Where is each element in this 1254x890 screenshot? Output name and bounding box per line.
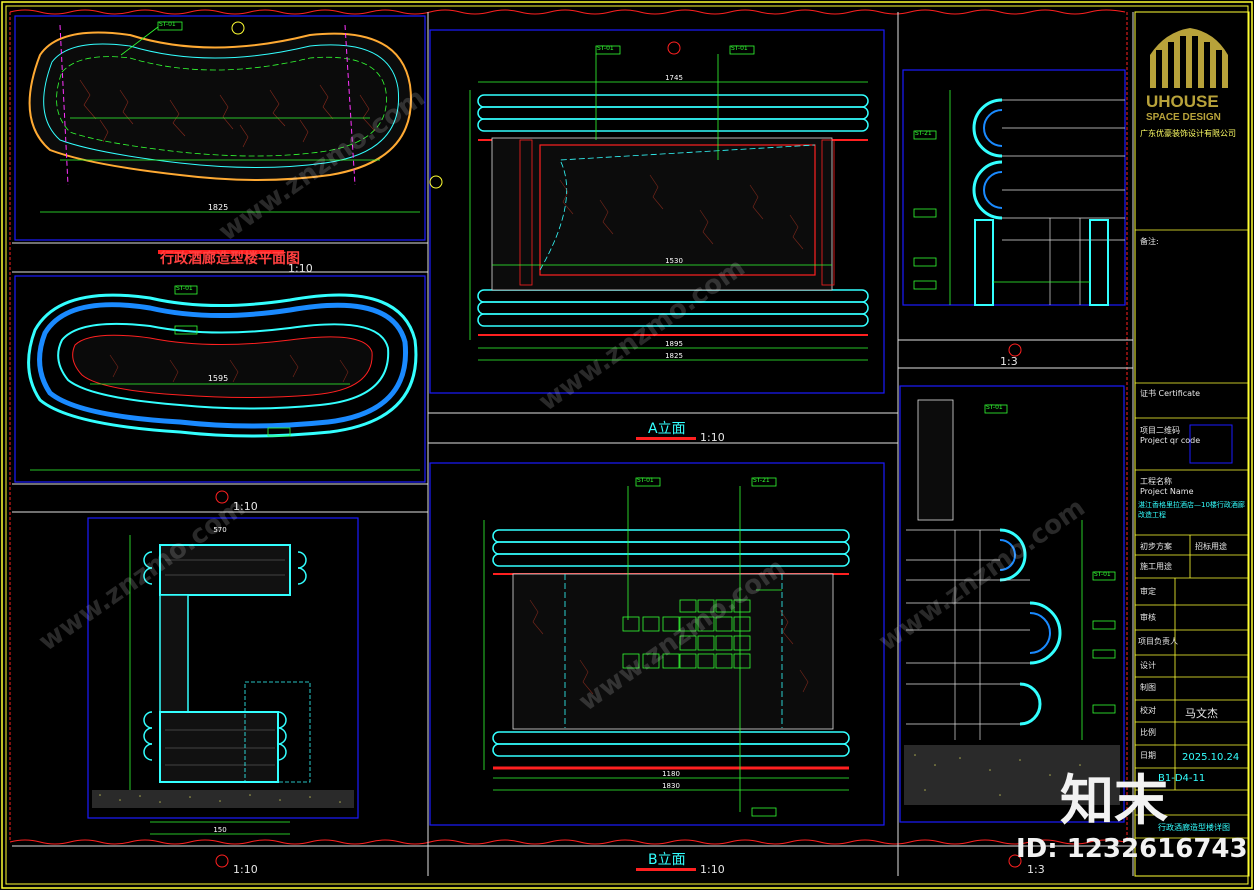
proofreader-signature: 马文杰 xyxy=(1185,707,1218,720)
svg-text:570: 570 xyxy=(213,526,226,534)
check-label: 审核 xyxy=(1140,613,1156,622)
project-name: 湛江香格里拉酒店—10楼行政酒廊改造工程 xyxy=(1138,501,1245,519)
svg-text:1595: 1595 xyxy=(208,374,228,383)
material-tag: ST-01 xyxy=(1094,571,1111,578)
material-tag: ST-01 xyxy=(731,45,748,52)
section2-scale: 1:10 xyxy=(233,863,258,876)
project-label-en: Project Name xyxy=(1140,487,1194,496)
qr-label: 项目二维码 xyxy=(1140,426,1180,435)
detail-section-bottom xyxy=(899,385,1125,868)
plan-view-top xyxy=(14,15,426,254)
drawing-number: B1-D4-11 xyxy=(1158,773,1206,784)
elevation-a xyxy=(429,29,885,440)
stage-preliminary: 初步方案 xyxy=(1140,542,1172,551)
elevation-b-title: B立面 xyxy=(648,852,686,868)
notes-label: 备注: xyxy=(1140,237,1159,246)
svg-text:1180: 1180 xyxy=(662,770,680,778)
svg-text:1530: 1530 xyxy=(665,257,683,265)
company-logo xyxy=(1150,28,1228,88)
section3-scale: 1:3 xyxy=(1000,355,1018,368)
section-view-left xyxy=(87,517,359,868)
material-tag-alt: ST-21 xyxy=(753,477,770,484)
company-tagline-en: SPACE DESIGN xyxy=(1146,112,1221,123)
svg-text:1825: 1825 xyxy=(208,203,228,212)
svg-text:1895: 1895 xyxy=(665,340,683,348)
drawing-date: 2025.10.24 xyxy=(1182,752,1240,763)
title-block-frame xyxy=(1134,11,1250,877)
draw-label: 制图 xyxy=(1140,683,1156,692)
id-watermark: ID: 1232616743 xyxy=(1016,834,1248,864)
plan-view-section xyxy=(14,275,426,504)
sheet-name: 行政酒廊造型楼详图 xyxy=(1158,823,1230,832)
elevation-a-scale: 1:10 xyxy=(700,431,725,444)
svg-text:1825: 1825 xyxy=(665,352,683,360)
design-label: 设计 xyxy=(1140,661,1156,670)
stage-tender: 招标用途 xyxy=(1195,542,1227,551)
company-name-cn: 广东优豪装饰设计有限公司 xyxy=(1140,129,1236,138)
material-tag: ST-01 xyxy=(637,477,654,484)
detail-section-top xyxy=(902,69,1126,357)
proofread-label: 校对 xyxy=(1140,706,1156,715)
svg-text:1745: 1745 xyxy=(665,74,683,82)
svg-text:150: 150 xyxy=(213,826,226,834)
date-label: 日期 xyxy=(1140,751,1156,760)
stage-construction: 施工用途 xyxy=(1140,562,1172,571)
material-tag: ST-01 xyxy=(986,404,1003,411)
elevation-a-title: A立面 xyxy=(648,421,686,437)
approved-label: 审定 xyxy=(1140,587,1156,596)
material-tag-alt: ST-21 xyxy=(915,130,932,137)
material-tag: ST-01 xyxy=(176,285,193,292)
plan-view-scale: 1:10 xyxy=(288,262,313,275)
scale-label: 比例 xyxy=(1140,728,1156,737)
pm-label: 项目负责人 xyxy=(1138,637,1178,646)
company-name-en: UHOUSE xyxy=(1146,92,1219,111)
material-tag: ST-01 xyxy=(159,21,176,28)
section1-scale: 1:10 xyxy=(233,500,258,513)
elevation-b-scale: 1:10 xyxy=(700,863,725,876)
section4-scale: 1:3 xyxy=(1027,863,1045,876)
material-tag: ST-01 xyxy=(597,45,614,52)
svg-text:1830: 1830 xyxy=(662,782,680,790)
project-label: 工程名称 xyxy=(1140,477,1172,486)
qr-label-en: Project qr code xyxy=(1140,436,1201,445)
certificate-label: 证书 Certificate xyxy=(1140,389,1201,398)
elevation-b xyxy=(429,462,885,871)
plan-view-title: 行政酒廊造型楼平面图 xyxy=(160,251,300,267)
brand-watermark: 知末 xyxy=(1060,769,1168,832)
